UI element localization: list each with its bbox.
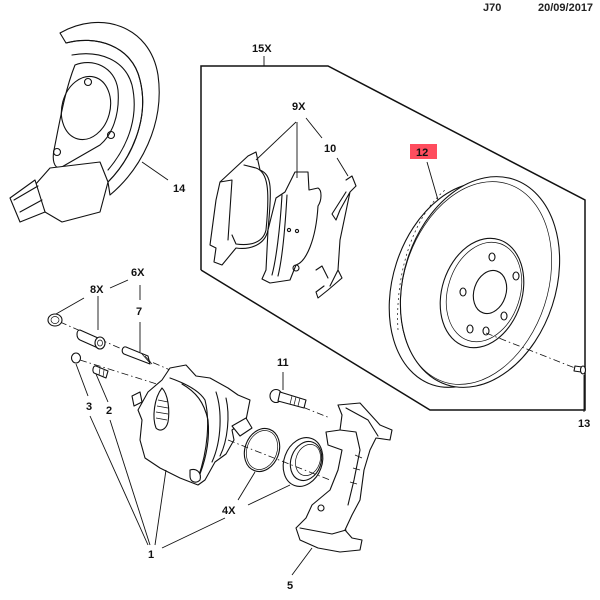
caliper-carrier xyxy=(295,402,393,553)
callout-15x[interactable]: 15X xyxy=(252,43,272,55)
callout-14[interactable]: 14 xyxy=(173,183,186,195)
callout-3[interactable]: 3 xyxy=(86,401,92,413)
callout-13[interactable]: 13 xyxy=(578,418,590,430)
callout-10[interactable]: 10 xyxy=(324,143,336,155)
brake-pad-outer xyxy=(209,151,271,266)
callout-5[interactable]: 5 xyxy=(287,580,293,592)
brake-disc xyxy=(388,176,561,388)
disc-screw xyxy=(573,365,587,375)
bleeder-cap xyxy=(70,352,82,364)
callout-7[interactable]: 7 xyxy=(136,306,142,318)
callout-9x[interactable]: 9X xyxy=(292,101,306,113)
callout-4x[interactable]: 4X xyxy=(222,505,236,517)
dust-shield: 14 xyxy=(9,21,186,223)
callout-11[interactable]: 11 xyxy=(277,357,289,369)
kit-frame: 15X xyxy=(200,43,586,411)
callout-1[interactable]: 1 xyxy=(148,549,154,561)
bleeder-valve xyxy=(92,365,109,379)
brake-pad-inner xyxy=(261,171,322,284)
piston-dust-boot xyxy=(282,437,324,487)
callout-8x[interactable]: 8X xyxy=(90,284,104,296)
highlight-badge xyxy=(410,144,437,159)
callout-6x[interactable]: 6X xyxy=(131,267,145,279)
diagram-date: 20/09/2017 xyxy=(538,2,594,14)
guide-pin-cap xyxy=(47,313,63,327)
caliper-bolt xyxy=(269,388,307,409)
diagram-code: J70 xyxy=(483,2,502,14)
callout-12[interactable]: 12 xyxy=(416,147,428,159)
callout-2[interactable]: 2 xyxy=(106,405,112,417)
guide-bushing xyxy=(76,329,106,350)
anti-rattle-spring xyxy=(315,175,357,299)
guide-bolt xyxy=(121,346,153,365)
brake-caliper xyxy=(131,364,253,486)
piston-seal xyxy=(243,427,281,473)
